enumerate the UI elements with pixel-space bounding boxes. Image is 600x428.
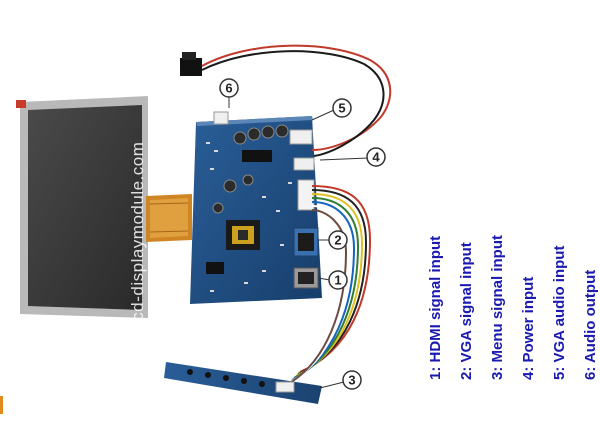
callout-3: 3 <box>348 373 355 388</box>
fpc-cable <box>146 194 192 242</box>
callout-5: 5 <box>338 101 345 116</box>
legend-item-power: 4: Power input <box>520 276 537 380</box>
watermark-text: lcd-displaymodule.com <box>128 141 147 325</box>
driver-board <box>190 111 322 304</box>
corner-mark <box>0 396 3 414</box>
wire-bundle <box>287 185 372 385</box>
callout-4: 4 <box>372 150 380 165</box>
legend: 1: HDMI signal input 2: VGA signal input… <box>420 210 600 380</box>
legend-item-hdmi: 1: HDMI signal input <box>427 235 444 380</box>
lcd-panel <box>16 96 148 318</box>
legend-item-vga-audio: 5: VGA audio input <box>551 245 568 380</box>
legend-item-audio-out: 6: Audio output <box>582 269 599 380</box>
keypad-board <box>164 362 322 404</box>
power-plug <box>180 44 392 157</box>
callout-1: 1 <box>334 273 341 288</box>
callout-6: 6 <box>225 81 232 96</box>
legend-item-vga: 2: VGA signal input <box>458 242 475 380</box>
legend-item-menu: 3: Menu signal input <box>489 235 506 380</box>
callouts <box>219 78 386 390</box>
callout-2: 2 <box>334 233 341 248</box>
